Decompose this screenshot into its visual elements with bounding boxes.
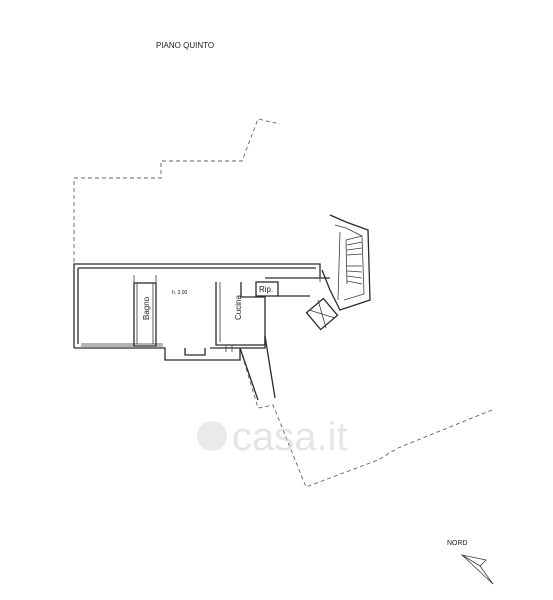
room-label-bagno: Bagno [142,296,151,320]
floor-title: PIANO QUINTO [156,41,214,50]
north-arrow-icon [460,554,494,585]
room-label-cucina: Cucina [234,295,243,320]
upper-terrace-outline [73,118,281,262]
entrance-corridor [265,272,330,297]
room-ripostiglio: Rip. [255,281,279,297]
lower-terrace-outline [239,347,493,488]
room-label-rip: Rip. [259,285,273,294]
watermark: casa.it [197,415,348,459]
watermark-text: casa.it [232,415,348,459]
apartment-walls [73,263,321,361]
stairwell [321,214,371,311]
north-label: NORD [447,540,468,547]
north-arrow: NORD [447,540,494,585]
room-cucina: Cucina [215,282,266,352]
room-bagno: Bagno [133,275,157,347]
diagonal-wing [239,335,276,401]
ceiling-height-note: h. 3,00 [172,290,188,296]
elevator-shaft [305,297,339,331]
